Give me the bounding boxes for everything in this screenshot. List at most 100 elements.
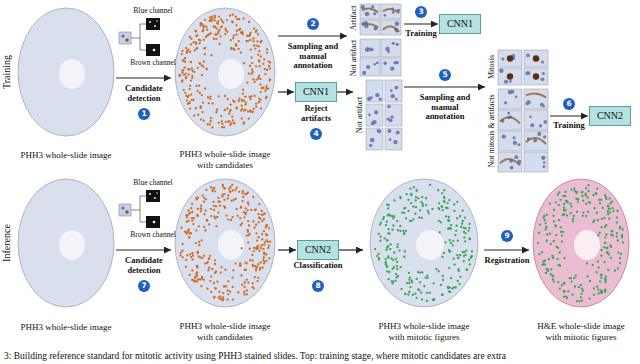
flow-arrow [404,86,485,87]
detection-dot [216,109,218,111]
nucleus-dot [362,71,366,75]
detection-dot [443,201,445,203]
detection-dot [243,62,245,64]
nucleus-dot [542,72,545,75]
detection-dot [253,44,255,46]
detection-dot [573,187,575,189]
channel-dot [153,221,156,224]
cnn-label: CNN2 [305,244,331,256]
detection-dot [459,215,461,217]
detection-dot [577,200,579,202]
patch-thumbnail [360,4,380,19]
detection-dot [415,199,417,201]
patch-image [385,80,402,102]
detection-dot [562,195,564,197]
detection-dot [206,219,208,221]
detection-dot [231,200,233,202]
detection-dot [194,276,196,278]
flow-arrow [550,115,588,116]
detection-dot [256,239,258,241]
detection-dot [253,95,255,97]
detection-dot [265,253,267,255]
detection-dot [392,224,394,226]
detection-dot [181,250,183,252]
nucleus-dot [391,94,395,98]
detection-dot [457,239,459,241]
detection-dot [226,19,228,21]
detection-dot [588,201,590,203]
detection-dot [245,262,247,264]
detection-dot [541,251,543,253]
nucleus-dot [514,155,518,159]
patch-thumbnail [498,50,522,67]
detection-dot [570,188,572,190]
detection-dot [205,68,207,70]
nucleus-dot [530,123,534,127]
detection-dot [199,62,201,64]
detection-dot [612,210,614,212]
detection-dot [448,250,450,252]
nucleus-dot [543,135,546,138]
patch-thumbnail [498,110,522,130]
patch-thumbnail [360,39,380,57]
detection-dot [463,227,465,229]
flow-arrow [278,91,294,92]
detection-dot [187,220,189,222]
detection-dot [441,256,443,258]
detection-dot [616,221,618,223]
detection-dot [404,293,406,295]
detection-dot [258,50,260,52]
detection-dot [582,211,584,213]
detection-dot [453,203,455,205]
detection-dot [210,18,212,20]
detection-dot [205,26,207,28]
patch-image [381,4,401,19]
detection-dot [558,191,560,193]
detection-dot [266,224,268,226]
detection-dot [412,218,414,220]
detection-dot [244,286,246,288]
detection-dot [249,233,251,235]
patch-thumbnail [385,128,402,150]
detection-dot [190,43,192,45]
detection-dot [269,78,271,80]
detection-dot [545,272,547,274]
detection-dot [201,94,203,96]
detection-dot [196,252,198,254]
detection-dot [204,262,206,264]
detection-dot [376,255,378,257]
detection-dot [463,236,465,238]
detection-dot [576,191,578,193]
detection-dot [417,271,419,273]
detection-dot [453,210,455,212]
detection-dot [189,88,191,90]
patch-panel: ArtifactNot artifact [348,2,404,78]
detection-dot [378,257,380,259]
detection-dot [578,286,580,288]
detection-dot [594,192,596,194]
nucleus-dot [368,114,371,117]
detection-dot [469,263,471,265]
detection-dot [610,257,612,259]
detection-dot [395,276,397,278]
detection-dot [397,243,399,245]
detection-dot [257,33,259,35]
flow-arrow [337,91,353,92]
detection-dot [565,295,567,297]
detection-dot [255,103,257,105]
detection-dot [220,266,222,268]
detection-dot [604,290,606,292]
detection-dot [241,99,243,101]
detection-dot [438,270,440,272]
patch-image [360,4,380,19]
detection-dot [441,192,443,194]
detection-dot [189,107,191,109]
detection-dot [395,273,397,275]
detection-dot [256,40,258,42]
detection-dot [186,233,188,235]
detection-dot [259,99,261,101]
detection-dot [253,108,255,110]
detection-dot [545,272,547,274]
detection-dot [606,247,608,249]
nucleus-dot [390,67,394,71]
